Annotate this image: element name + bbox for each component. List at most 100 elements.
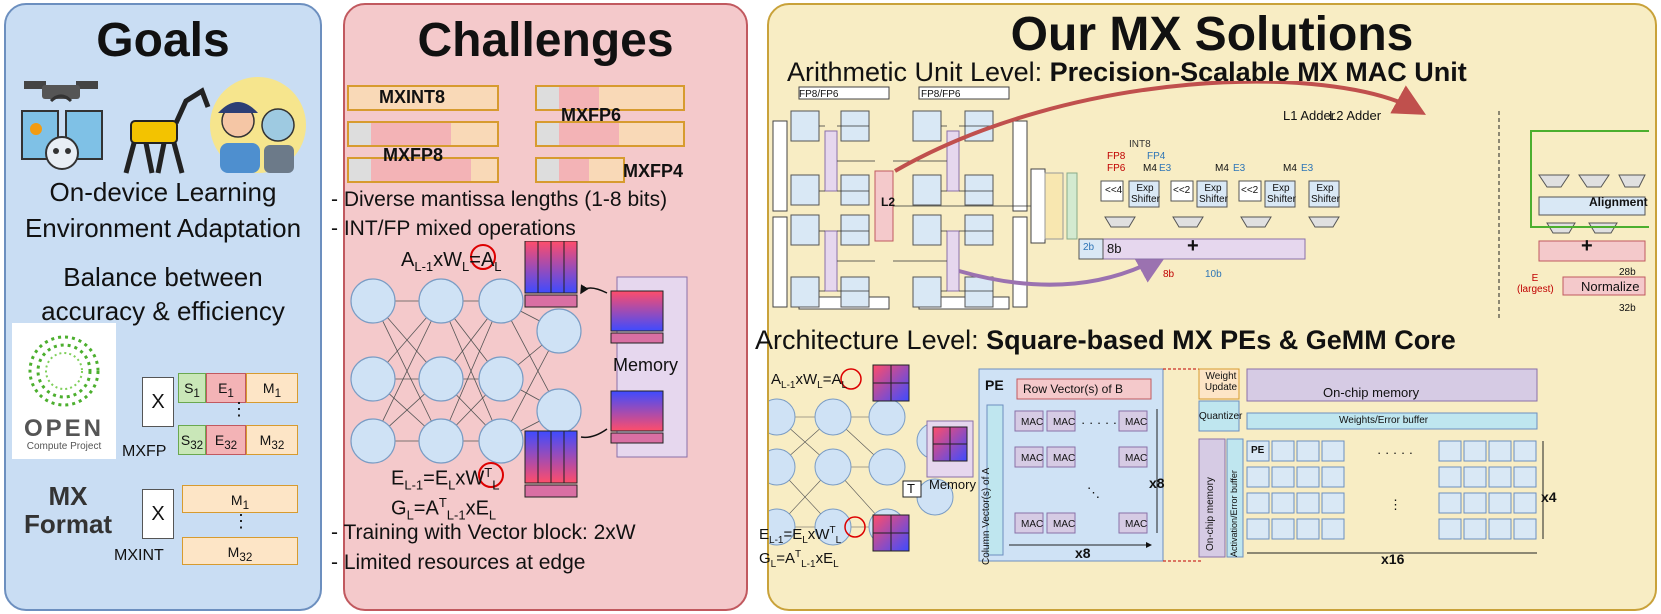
mac-r8c1: MAC [1021,519,1044,530]
pe-label: PE [985,377,1004,393]
mxfp8-bar-2 [347,157,499,183]
alignment-label: Alignment [1589,195,1648,209]
mac-r2c8: MAC [1125,453,1148,464]
l2-28b-label: 28b [1619,267,1636,278]
mxfp-dots: ⋮ [230,399,248,419]
challenge-eq-gradient: GL=ATL-1xEL [391,495,497,523]
mac-dots-h: · · · · · [1081,415,1118,430]
ocp-logo: OPEN Compute Project [12,323,116,459]
goals-line-accuracy: accuracy & efficiency [41,296,285,326]
mxfp-label: MXFP [122,443,167,460]
ocp-logo-subtext: Compute Project [26,441,102,452]
mxfp8-label: MXFP8 [383,145,444,165]
drone-map-icon [21,81,103,170]
mxfp6-bar-2 [535,121,685,147]
arch-eq-forward: AL-1xWL=AL [771,371,848,391]
arch-memory-label: Memory [929,477,976,492]
mxfp6-label: MXFP6 [561,105,622,125]
pe-x8-vertical: x8 [1149,475,1165,491]
goals-illustrations [21,77,306,174]
arch-diagram [769,364,1544,562]
l2-label: L2 [881,195,896,209]
solutions-panel: Our MX Solutions Arithmetic Unit Level: … [755,3,1657,611]
exp-shifter-4: Exp Shifter [1311,183,1340,205]
challenge-eq-backward: EL-1=ELxWTL [391,465,500,493]
shl2-label-1: <<2 [1173,185,1191,196]
exp-shifter-1: Exp Shifter [1131,183,1160,205]
robot-dog-icon [123,87,211,174]
mxint8-bar [347,85,499,111]
goals-title: Goals [96,14,230,67]
fp6-label: FP6 [1107,163,1126,174]
mac-r1c8: MAC [1125,417,1148,428]
act-error-buffer: Activation/Error buffer [1229,470,1239,557]
fp4-label: FP4 [1147,151,1166,162]
e3-label-1: E3 [1159,163,1172,174]
fp8-label: FP8 [1107,151,1126,162]
arch-transpose-label: T [907,481,915,496]
m4-label-2: M4 [1215,163,1229,174]
int8-label: INT8 [1129,139,1151,150]
l1-adder-label: L1 Adder [1283,108,1336,123]
mac-r8c2: MAC [1053,519,1076,530]
mx-format-label-2: Format [23,509,113,539]
mxfp-m1: M1 [246,373,298,403]
arch-eq-backward: EL-1=ELxWTL [759,525,842,546]
goals-line-ondevice: On-device Learning [49,177,277,207]
challenge-bullet-resources: - Limited resources at edge [331,551,586,574]
row-vector-label: Row Vector(s) of B [1023,382,1124,396]
l1-plus: + [1187,235,1199,257]
challenge-bullet-mantissa: - Diverse mantissa lengths (1-8 bits) [331,188,668,211]
mxfp-m32: M32 [246,425,298,455]
l2-plus: + [1581,235,1593,257]
challenge-eq-forward: AL-1xWL=AL [401,249,502,274]
mac-r2c1: MAC [1021,453,1044,464]
e3-label-3: E3 [1301,163,1314,174]
challenges-panel: Challenges MXINT8 MXFP8 MXFP6 MXFP4 - Di… [331,3,748,611]
mac-r1c1: MAC [1021,417,1044,428]
mxfp8-bar-1 [347,121,499,147]
mxint-m1: M1 [182,485,298,513]
mac-unit-diagram [772,81,1649,321]
goals-line-balance: Balance between [63,262,263,292]
column-vector-label: Column Vector(s) of A [981,467,992,565]
arch-level-heading: Architecture Level: Square-based MX PEs … [755,325,1456,355]
gemm-x4: x4 [1541,489,1557,505]
quantizer-label: Quantizer [1199,411,1243,422]
onchip-memory-side: On-chip memory [1205,477,1216,551]
fp8fp6-label-2: FP8/FP6 [921,89,961,100]
m4-label-1: M4 [1143,163,1157,174]
mxint-m32: M32 [182,537,298,565]
l2-adder-label: L2 Adder [1329,108,1382,123]
mac-r1c2: MAC [1053,417,1076,428]
pe-x8-horizontal: x8 [1075,545,1091,561]
out-10b-label: 10b [1205,269,1222,280]
mxint-label: MXINT [114,547,164,564]
fp8fp6-label-1: FP8/FP6 [799,89,839,100]
e3-label-2: E3 [1233,163,1246,174]
goals-line-environment: Environment Adaptation [24,213,302,243]
goals-panel: Goals On-device [4,3,322,611]
mac-dots-d: ⋱ [1087,485,1100,500]
onchip-memory-top: On-chip memory [1323,385,1420,400]
e-largest-label: E (largest) [1517,273,1554,295]
mxfp-s32: S32 [178,425,206,455]
pe-cell-label: PE [1251,445,1265,456]
challenge-memory-label: Memory [613,355,679,375]
ocp-logo-ring [28,335,100,407]
challenges-title: Challenges [417,14,674,67]
weights-error-buffer: Weights/Error buffer [1339,415,1429,426]
shl2-label-2: <<2 [1241,185,1259,196]
mac-r2c2: MAC [1053,453,1076,464]
mxfp-x-box: X [142,377,174,427]
mxfp-s1: S1 [178,373,206,403]
exp-shifter-2: Exp Shifter [1199,183,1228,205]
m4-label-3: M4 [1283,163,1297,174]
exp-shifter-3: Exp Shifter [1267,183,1296,205]
adder-2b-label: 2b [1083,242,1095,253]
mxfp-e32: E32 [206,425,246,455]
gemm-x16: x16 [1381,551,1405,567]
adder-8b-label: 8b [1107,241,1122,256]
normalize-label: Normalize [1581,279,1640,294]
arith-level-heading: Arithmetic Unit Level: Precision-Scalabl… [787,57,1467,87]
